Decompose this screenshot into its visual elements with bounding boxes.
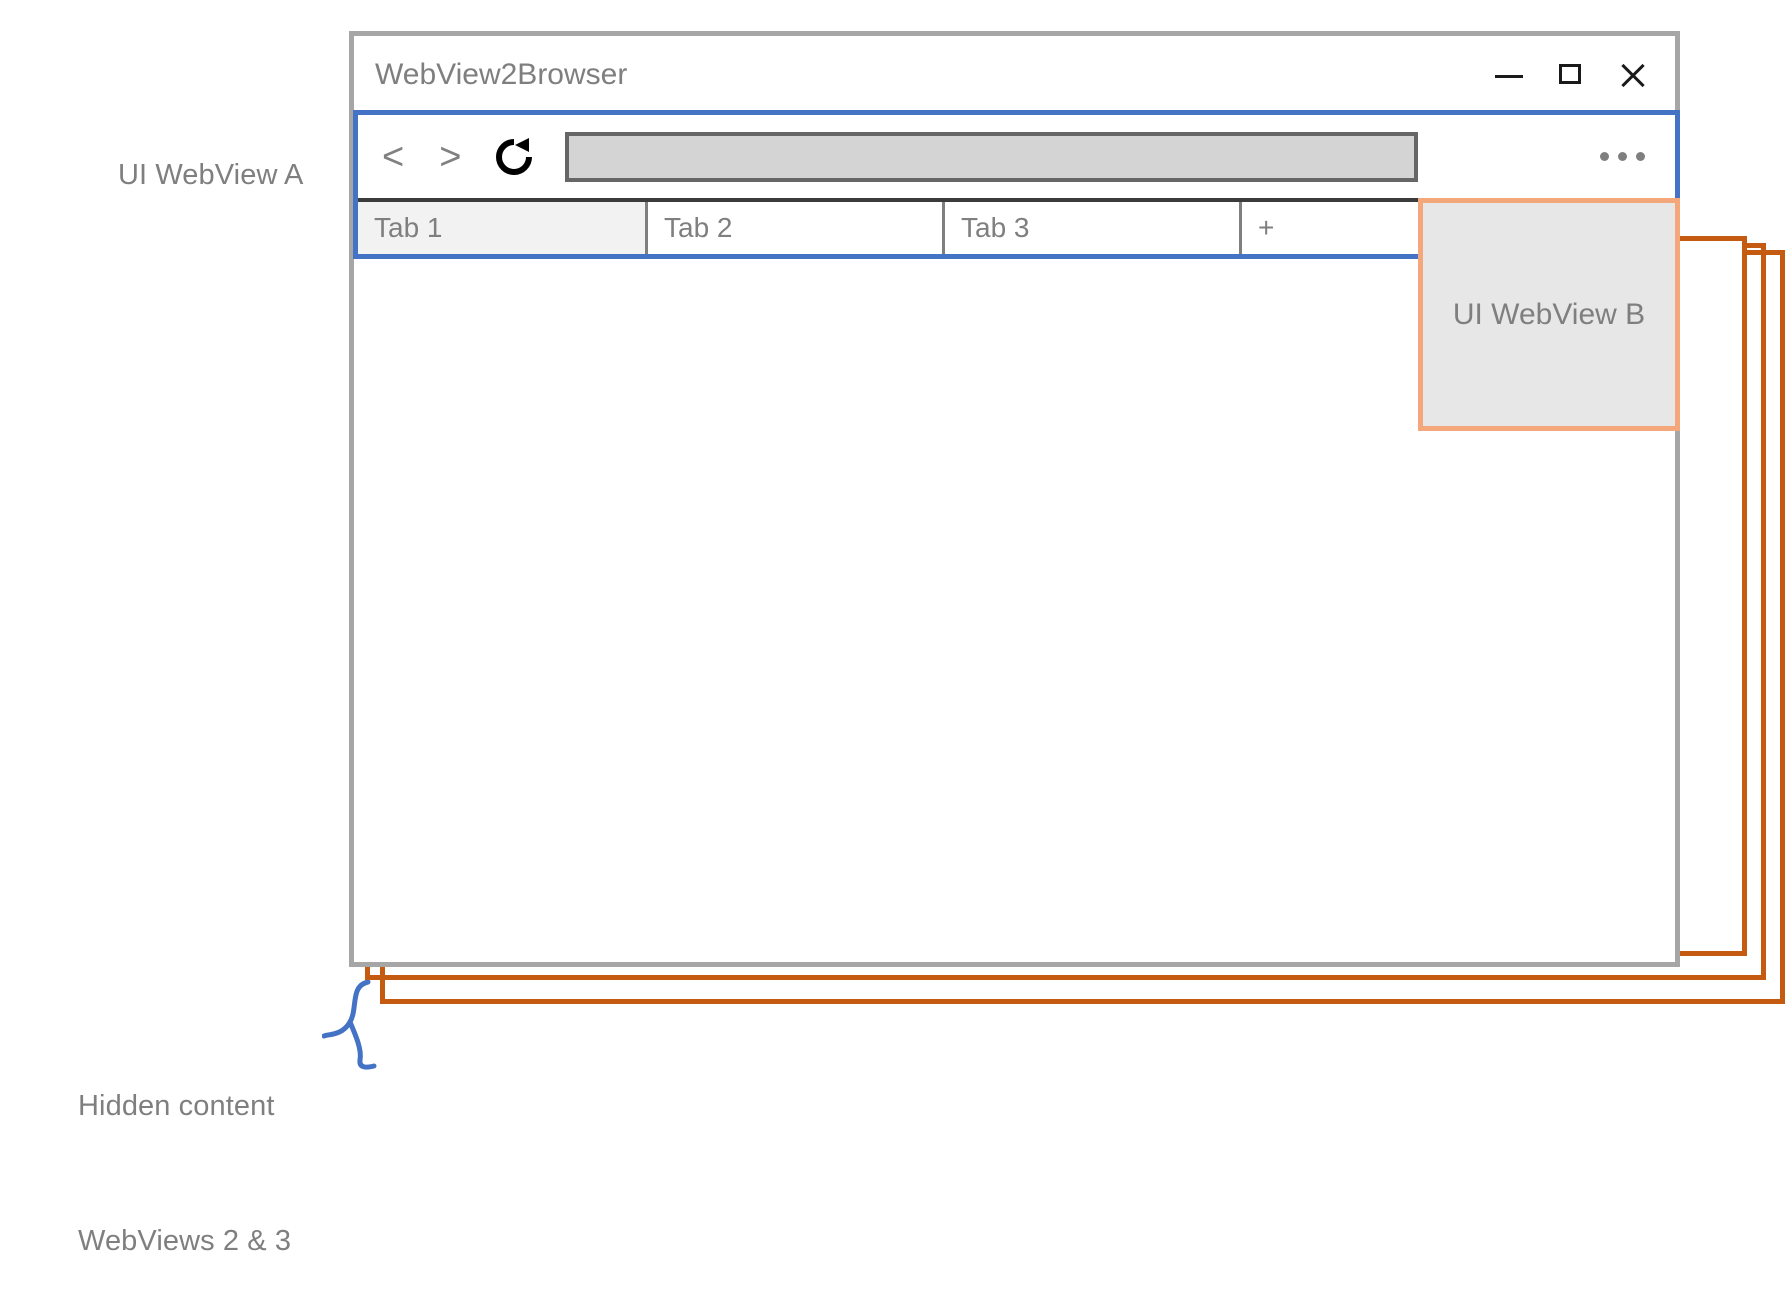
window-title: WebView2Browser (375, 58, 628, 91)
title-bar: WebView2Browser (354, 36, 1675, 114)
refresh-icon[interactable] (493, 136, 535, 178)
annotation-ui-webview-a: UI WebView A (118, 159, 304, 191)
address-input[interactable] (565, 131, 1419, 182)
annotation-hidden-content-line-2: WebViews 2 & 3 (78, 1225, 292, 1257)
ui-webview-b[interactable]: UI WebView B (1418, 198, 1680, 431)
tab-2-label: Tab 2 (664, 212, 733, 243)
new-tab-label: + (1258, 212, 1275, 243)
overflow-dot-1 (1600, 152, 1609, 161)
browser-toolbar: < > (358, 115, 1675, 198)
maximize-icon[interactable] (1554, 58, 1588, 92)
tab-1[interactable]: Tab 1 (358, 202, 648, 254)
tab-2[interactable]: Tab 2 (648, 202, 945, 254)
tab-1-label: Tab 1 (374, 212, 443, 243)
back-icon[interactable]: < (382, 135, 405, 178)
tab-strip: Tab 1 Tab 2 Tab 3 + (358, 198, 1675, 254)
brace-connector-icon (322, 979, 377, 1070)
window-controls (1492, 58, 1650, 92)
overflow-dot-2 (1618, 152, 1627, 161)
annotation-hidden-content-line-1: Hidden content (78, 1090, 275, 1122)
app-window: WebView2Browser < > (349, 31, 1680, 967)
tab-3-label: Tab 3 (961, 212, 1030, 243)
ui-webview-b-label: UI WebView B (1452, 297, 1646, 331)
forward-icon[interactable]: > (439, 135, 462, 178)
overflow-menu-icon[interactable] (1600, 152, 1645, 161)
minimize-icon[interactable] (1492, 58, 1526, 92)
overflow-dot-3 (1636, 152, 1645, 161)
annotation-hidden-content: Hidden content WebViews 2 & 3 (78, 994, 291, 1309)
ui-webview-a: < > Tab 1 Tab 2 Tab 3 (353, 110, 1680, 259)
close-icon[interactable] (1616, 58, 1650, 92)
tab-3[interactable]: Tab 3 (945, 202, 1242, 254)
